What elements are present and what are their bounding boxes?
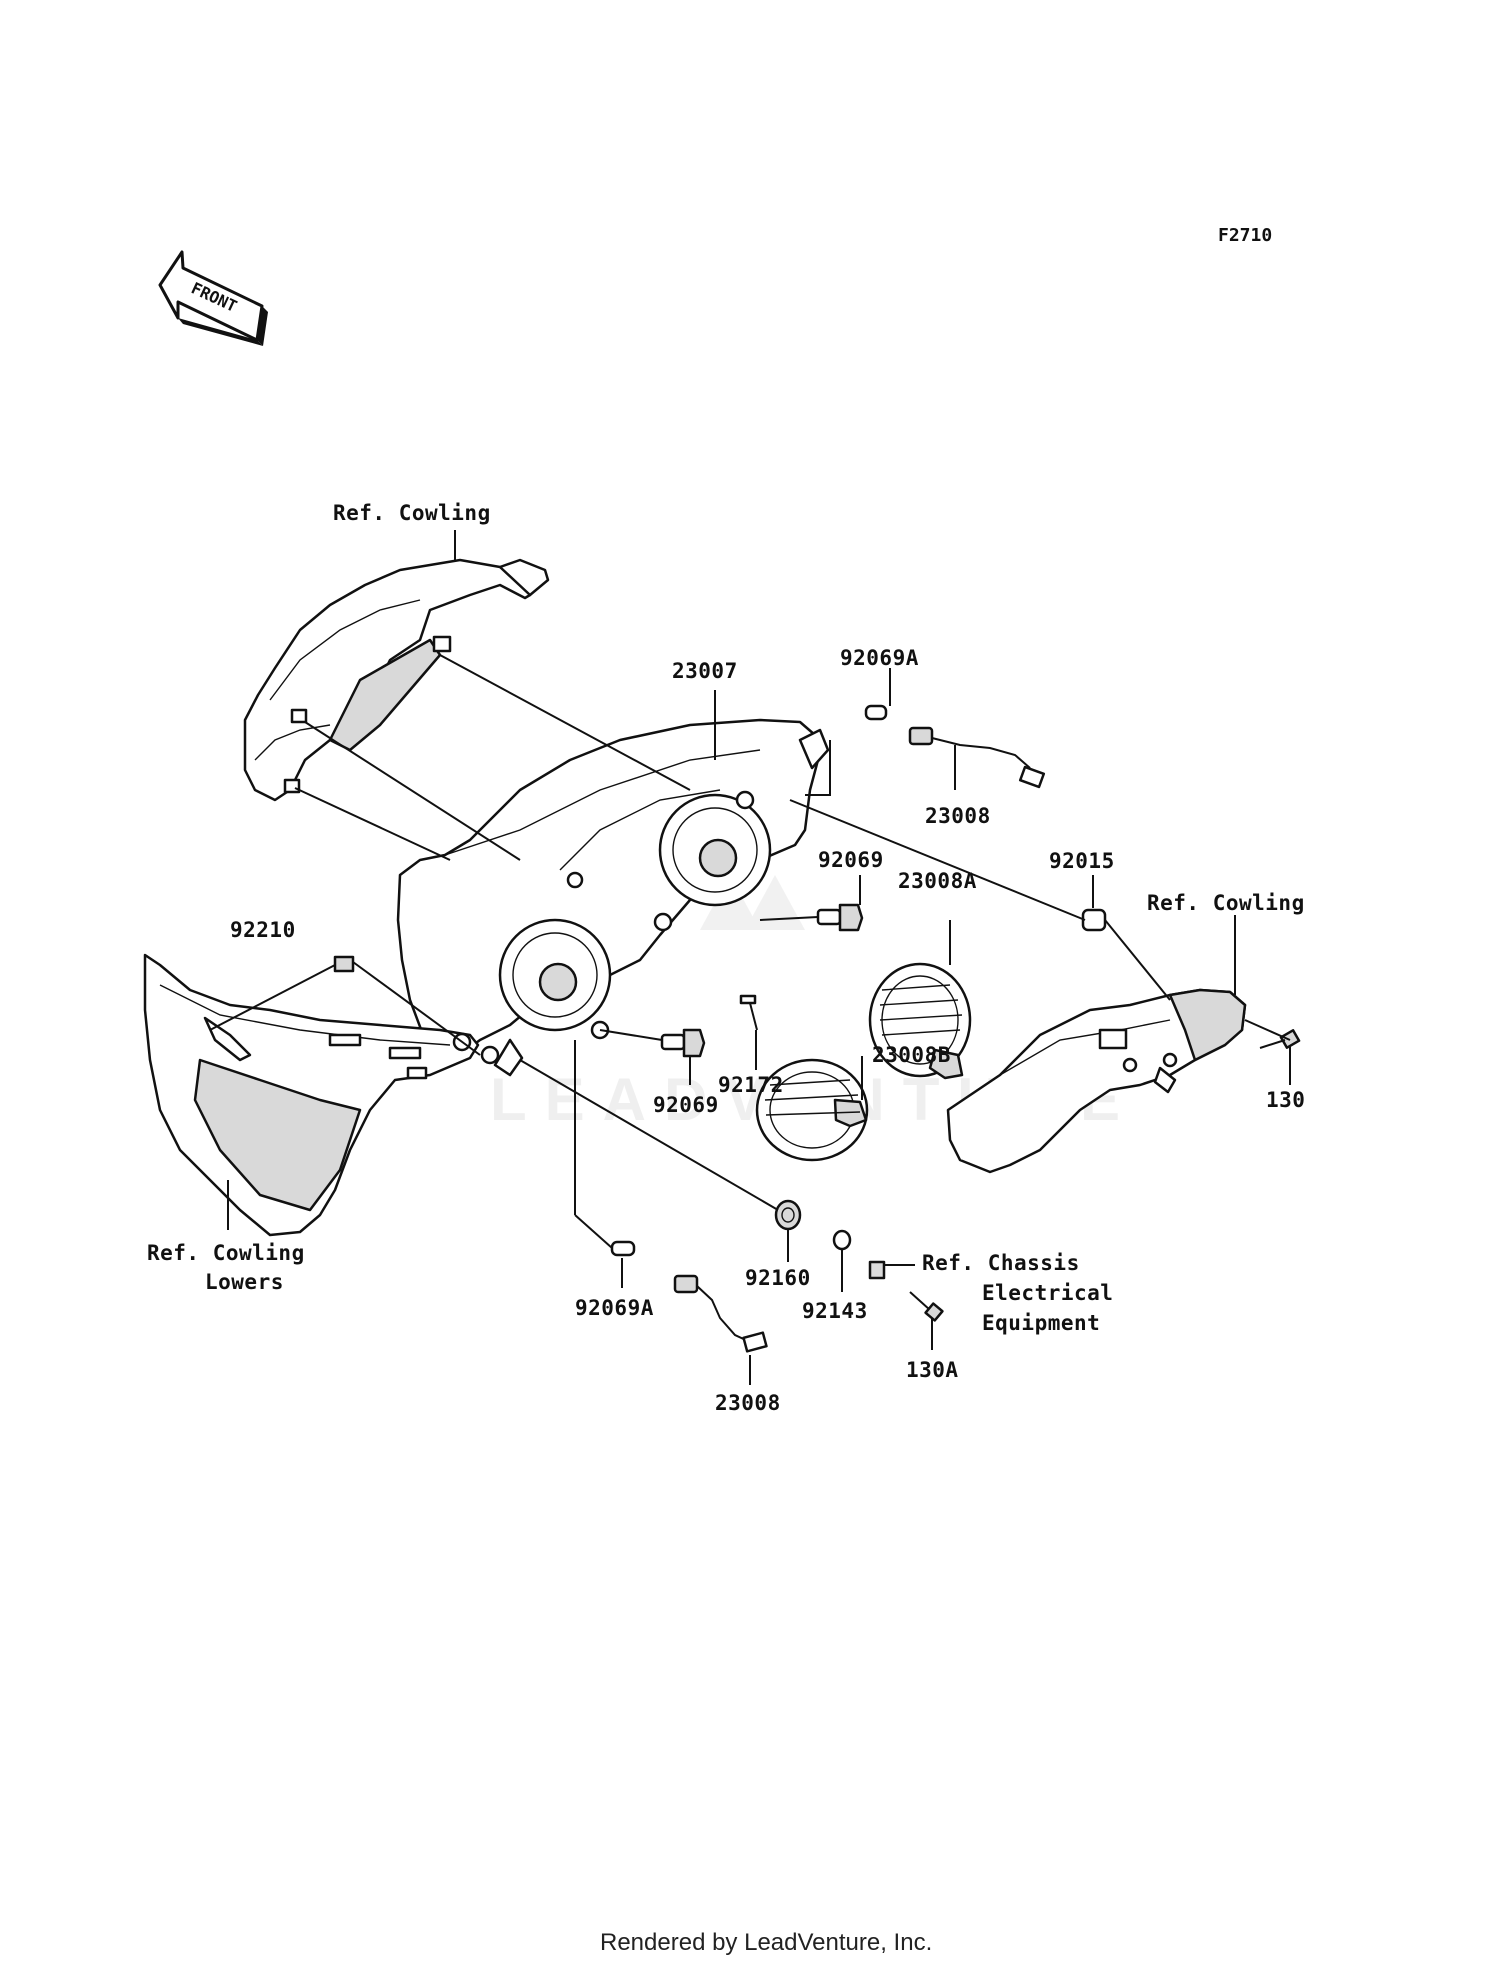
dust-cover-23008A-part — [868, 962, 972, 1080]
label-92160: 92160 — [745, 1266, 811, 1290]
label-92143: 92143 — [802, 1299, 868, 1323]
label-92069A-top: 92069A — [840, 646, 919, 670]
label-ref-cowling-lowers-line2: Lowers — [205, 1270, 284, 1294]
label-23008-bottom: 23008 — [715, 1391, 781, 1415]
dust-cover-23008B-part — [755, 1058, 869, 1162]
front-direction-arrow-icon: FRONT — [158, 250, 268, 346]
chassis-connector-part — [868, 1260, 886, 1280]
label-130A: 130A — [906, 1358, 959, 1382]
label-92069A-bottom: 92069A — [575, 1296, 654, 1320]
diagram-code: F2710 — [1218, 225, 1272, 246]
grommet-92015-part — [1081, 908, 1107, 932]
bulb-92069A-top-part — [864, 704, 888, 721]
label-ref-chassis-line3: Equipment — [982, 1311, 1100, 1335]
socket-harness-23008-top-part — [908, 726, 1046, 789]
socket-harness-23008-bottom-part — [673, 1274, 768, 1353]
label-23008A: 23008A — [898, 869, 977, 893]
label-ref-cowling-lowers-line1: Ref. Cowling — [147, 1241, 305, 1265]
label-ref-chassis-line1: Ref. Chassis — [922, 1251, 1080, 1275]
bulb-92069-upper-part — [816, 903, 864, 932]
bulb-92069-lower-part — [660, 1028, 706, 1058]
headlight-housing-23007 — [396, 718, 830, 1077]
label-23007: 23007 — [672, 659, 738, 683]
bolt-130-part — [1259, 1029, 1301, 1049]
label-92172: 92172 — [718, 1073, 784, 1097]
collar-92143-part — [832, 1229, 852, 1251]
bulb-92069A-bottom-part — [610, 1240, 636, 1257]
label-ref-cowling-top: Ref. Cowling — [333, 501, 491, 525]
label-ref-cowling-right: Ref. Cowling — [1147, 891, 1305, 915]
bolt-130A-part — [909, 1291, 944, 1322]
upper-cowling-part — [243, 558, 550, 802]
lower-cowling-part — [143, 953, 480, 1237]
label-92069-lower: 92069 — [653, 1093, 719, 1117]
label-23008-top: 23008 — [925, 804, 991, 828]
label-92069-upper: 92069 — [818, 848, 884, 872]
grommet-92160-part — [774, 1199, 802, 1231]
footer-rendered-by: Rendered by LeadVenture, Inc. — [600, 1929, 932, 1956]
label-23008B: 23008B — [872, 1043, 951, 1067]
leader-lines — [209, 530, 1291, 1385]
right-cowling-bracket-part — [946, 988, 1247, 1174]
label-130: 130 — [1266, 1088, 1305, 1112]
nut-92210-part — [333, 955, 355, 973]
label-92210: 92210 — [230, 918, 296, 942]
label-92015: 92015 — [1049, 849, 1115, 873]
screw-92172-part — [739, 994, 758, 1031]
label-ref-chassis-line2: Electrical — [982, 1281, 1113, 1305]
